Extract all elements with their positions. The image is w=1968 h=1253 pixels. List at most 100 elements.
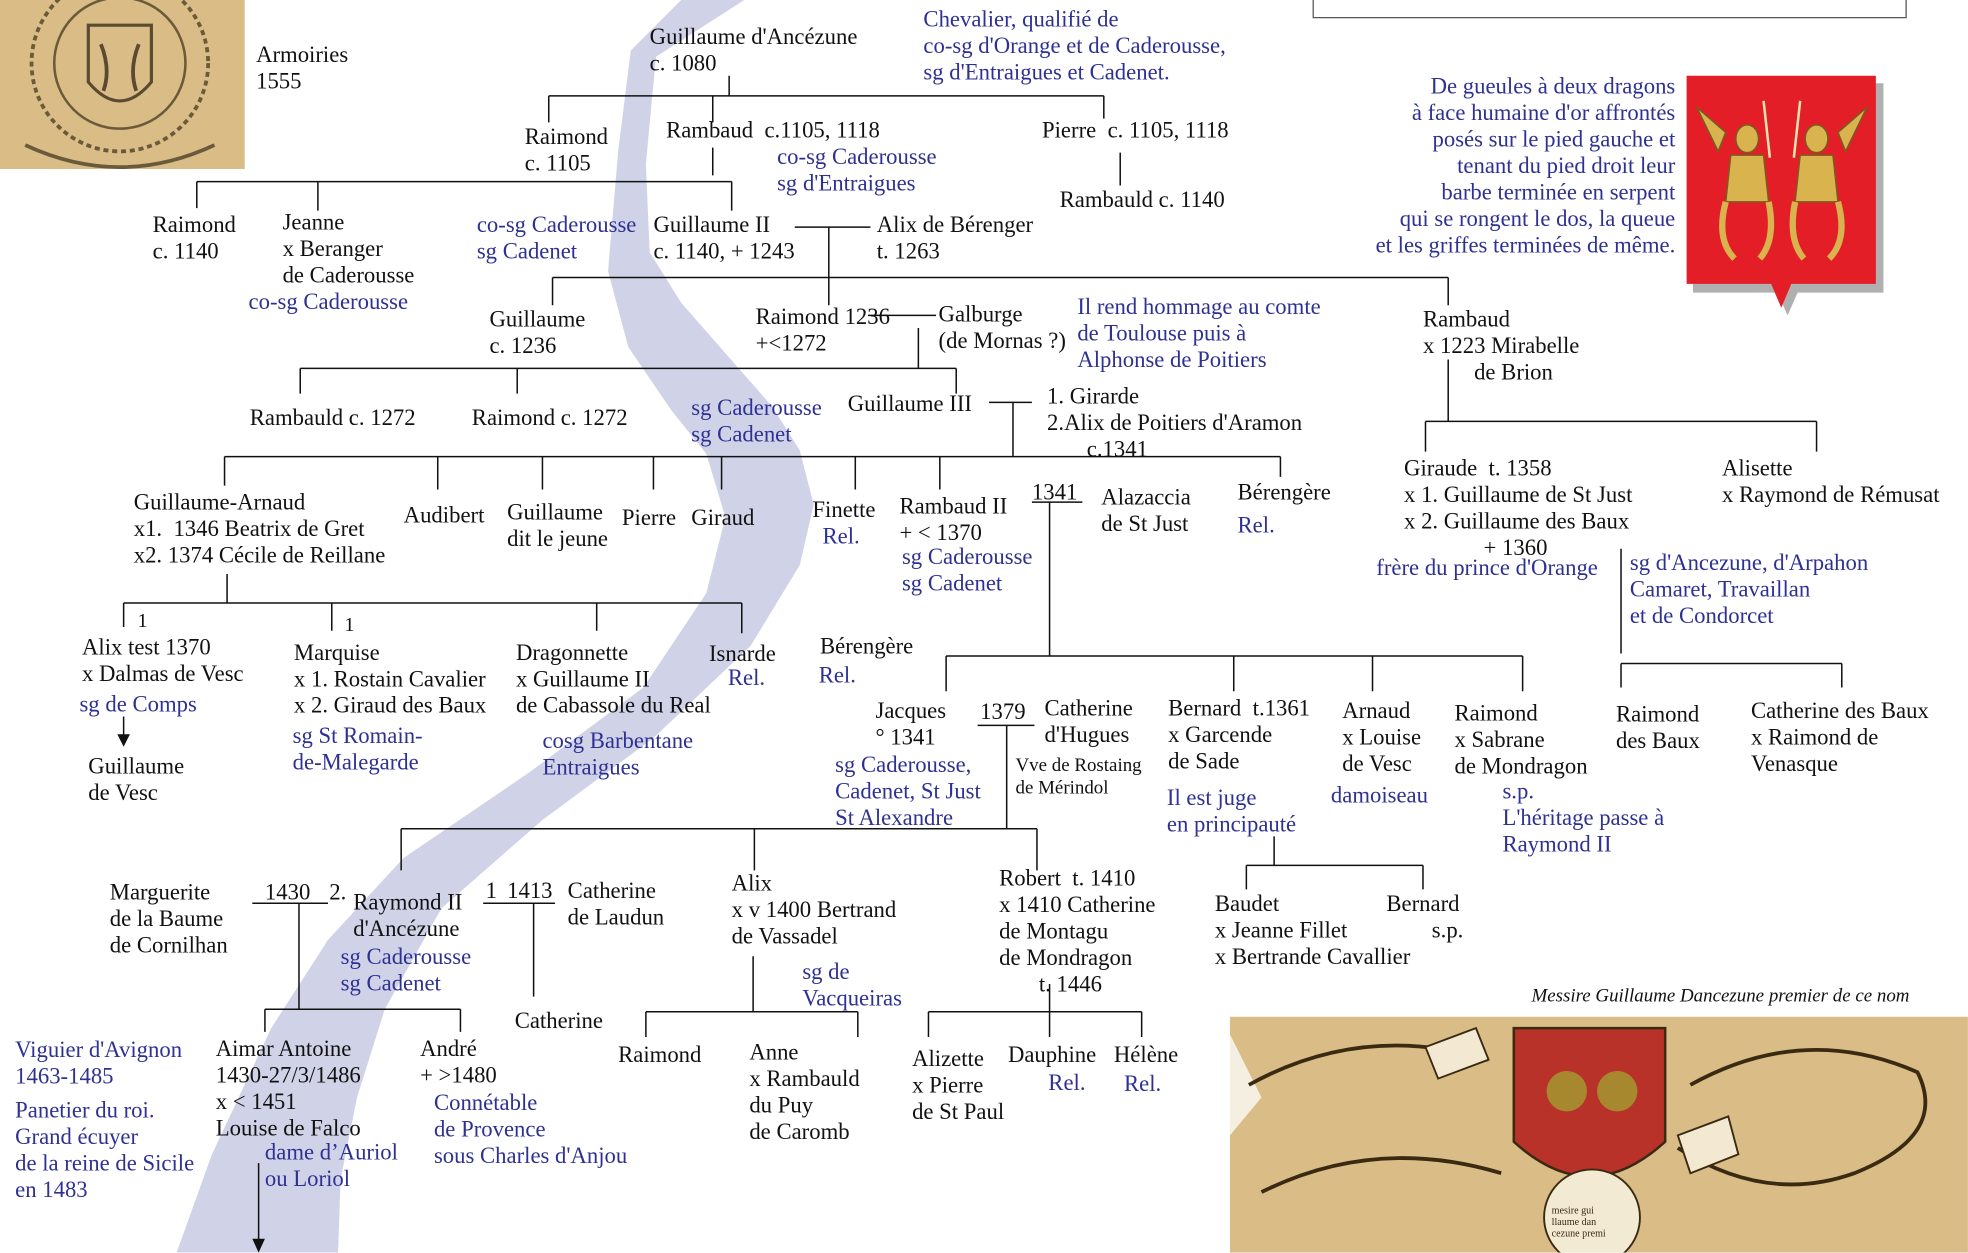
- dame-note: dame d’Auriol ou Loriol: [264, 1139, 398, 1191]
- finette-rel: Rel.: [822, 523, 860, 549]
- guillaume2-note: co-sg Caderousse sg Cadenet: [476, 211, 637, 264]
- wife-number-2: 2.: [329, 879, 347, 905]
- frere-note: frère du prince d'Orange: [1376, 555, 1598, 581]
- manuscript-arms-icon: [1229, 1016, 1968, 1253]
- bernard-sp: Bernard s.p.: [1386, 890, 1464, 943]
- guillaume-arnaud: Guillaume-Arnaud x1. 1346 Beatrix de Gre…: [133, 489, 386, 568]
- alix-vassadel-note: sg de Vacqueiras: [802, 958, 902, 1011]
- jacques: Jacques ° 1341: [875, 697, 947, 750]
- tree-connectors: [122, 75, 1843, 1243]
- raimond-note: s.p. L'héritage passe à Raymond II: [1502, 778, 1665, 857]
- wife-number-1b: 1: [344, 614, 355, 636]
- raymond2-note: sg Caderousse sg Cadenet: [340, 943, 472, 996]
- rambaud-1223: Rambaud x 1223 Mirabelle de Brion: [1422, 306, 1580, 385]
- andre-note: Connétable de Provence sous Charles d'An…: [433, 1089, 628, 1169]
- rambaud2-note: sg Caderousse sg Cadenet: [901, 543, 1033, 596]
- marguerite: Marguerite de la Baume de Cornilhan: [109, 879, 228, 958]
- wife-number-1c: 1: [485, 878, 498, 904]
- rambaud-1105: Rambaud c.1105, 1118: [666, 117, 880, 143]
- raimond-1140: Raimond c. 1140: [152, 211, 236, 264]
- dragonnette-note: cosg Barbentane Entraigues: [542, 727, 694, 780]
- alazaccia: Alazaccia de St Just: [1101, 484, 1191, 537]
- berengere-gen5-rel: Rel.: [1237, 512, 1275, 538]
- giraud: Giraud: [691, 504, 755, 530]
- rambauld-1272: Rambauld c. 1272: [249, 404, 416, 431]
- helene-rel: Rel.: [1123, 1071, 1162, 1097]
- dauphine: Dauphine: [1007, 1041, 1097, 1068]
- armoiries-caption: Armoiries 1555: [256, 41, 349, 94]
- viguier-note: Viguier d'Avignon 1463-1485: [15, 1036, 183, 1089]
- guillaume3-note: sg Caderousse sg Cadenet: [691, 394, 822, 447]
- alisette: Alisette x Raymond de Rémusat: [1721, 455, 1940, 508]
- blazon-text: De gueules à deux dragons à face humaine…: [1375, 73, 1676, 258]
- raimond-gen8: Raimond: [618, 1041, 702, 1068]
- lineage-band: [176, 0, 814, 1253]
- guillaume-jeune: Guillaume dit le jeune: [507, 499, 609, 552]
- audibert: Audibert: [403, 502, 485, 528]
- catherine-laudun: Catherine de Laudun: [567, 878, 665, 930]
- wife-number-1a: 1: [137, 610, 148, 633]
- baudet: Baudet x Jeanne Fillet x Bertrande Caval…: [1214, 890, 1411, 969]
- anne: Anne x Rambauld du Puy de Caromb: [749, 1039, 860, 1145]
- alix-vassadel: Alix x v 1400 Bertrand de Vassadel: [731, 870, 897, 949]
- aimar-antoine: Aimar Antoine 1430-27/3/1486 x < 1451 Lo…: [215, 1035, 361, 1141]
- catherine-baux: Catherine des Baux x Raimond de Venasque: [1750, 697, 1929, 776]
- marriage-1341: 1341: [1031, 479, 1078, 505]
- dauphine-rel: Rel.: [1048, 1069, 1086, 1095]
- marquise-note: sg St Romain- de-Malegarde: [292, 722, 423, 775]
- top-frame: [1312, 0, 1907, 19]
- catherine-hugues: Catherine d'Hugues: [1044, 695, 1133, 747]
- engraved-arms-icon: [0, 0, 245, 170]
- arnaud: Arnaud x Louise de Vesc: [1342, 697, 1422, 776]
- galburge: Galburge (de Mornas ?): [938, 301, 1066, 354]
- jeanne-note: co-sg Caderousse: [248, 288, 409, 315]
- alix-note: sg de Comps: [79, 691, 197, 717]
- manuscript-motto: mesire gui llaume dan cezune premi: [1551, 1204, 1606, 1239]
- raimond-1272: Raimond c. 1272: [471, 404, 628, 431]
- helene: Hélène: [1113, 1041, 1179, 1068]
- guillaume3-wives: 1. Girarde 2.Alix de Poitiers d'Aramon c…: [1047, 383, 1303, 462]
- raymond-2: Raymond II d'Ancézune: [353, 889, 463, 942]
- guillaume-2: Guillaume II c. 1140, + 1243: [653, 211, 795, 264]
- hommage-note: Il rend hommage au comte de Toulouse pui…: [1077, 293, 1321, 373]
- berengere-gen5: Bérengère: [1237, 479, 1331, 505]
- jacques-note: sg Caderousse, Cadenet, St Just St Alexa…: [835, 751, 981, 831]
- pierre-1105: Pierre c. 1105, 1118: [1041, 117, 1229, 143]
- marriage-1379: 1379: [980, 698, 1026, 725]
- isnarde-rel: Rel.: [727, 664, 766, 691]
- rambauld-1140: Rambauld c. 1140: [1059, 186, 1225, 212]
- pierre-gen5: Pierre: [621, 504, 677, 530]
- marriage-1430: 1430: [264, 879, 311, 905]
- baux-note: sg d'Ancezune, d'Arpahon Camaret, Travai…: [1629, 550, 1869, 629]
- guillaume-ancezune: Guillaume d'Ancézune c. 1080: [649, 23, 858, 76]
- raimond-1105: Raimond c. 1105: [524, 123, 609, 176]
- rambaud-note: co-sg Caderousse sg d'Entraigues: [777, 143, 937, 196]
- marriage-1413: 1413: [507, 878, 553, 904]
- guillaume-1236: Guillaume c. 1236: [489, 306, 586, 359]
- jeanne: Jeanne x Beranger de Caderousse: [282, 209, 415, 288]
- arnaud-note: damoiseau: [1330, 782, 1428, 808]
- alizette: Alizette x Pierre de St Paul: [912, 1045, 1005, 1124]
- robert: Robert t. 1410 x 1410 Catherine de Monta…: [999, 865, 1156, 997]
- rambaud-2: Rambaud II + < 1370: [899, 493, 1008, 545]
- alix-berenger: Alix de Bérenger t. 1263: [876, 211, 1034, 264]
- panetier-note: Panetier du roi. Grand écuyer de la rein…: [15, 1097, 195, 1203]
- andre: André + >1480: [420, 1035, 497, 1088]
- catherine-gen8: Catherine: [514, 1007, 603, 1034]
- giraude: Giraude t. 1358 x 1. Guillaume de St Jus…: [1404, 455, 1633, 561]
- red-shield-dragons-icon: [1686, 75, 1884, 316]
- guillaume-3: Guillaume III: [847, 391, 972, 417]
- chevalier-note: Chevalier, qualifié de co-sg d'Orange et…: [923, 6, 1226, 85]
- raimond-1236: Raimond 1236 +<1272: [755, 304, 890, 356]
- berengere-gen6-rel: Rel.: [818, 662, 856, 688]
- marquise: Marquise x 1. Rostain Cavalier x 2. Gira…: [293, 639, 487, 718]
- guillaume-vesc: Guillaume de Vesc: [88, 753, 185, 805]
- catherine-note: Vve de Rostaing de Mérindol: [1015, 755, 1142, 799]
- alix-1370: Alix test 1370 x Dalmas de Vesc: [81, 634, 244, 687]
- manuscript-caption: Messire Guillaume Dancezune premier de c…: [1531, 986, 1910, 1007]
- finette: Finette: [812, 497, 876, 523]
- raimond-sabrane: Raimond x Sabrane de Mondragon: [1454, 700, 1588, 779]
- bernard-note: Il est juge en principauté: [1166, 784, 1297, 837]
